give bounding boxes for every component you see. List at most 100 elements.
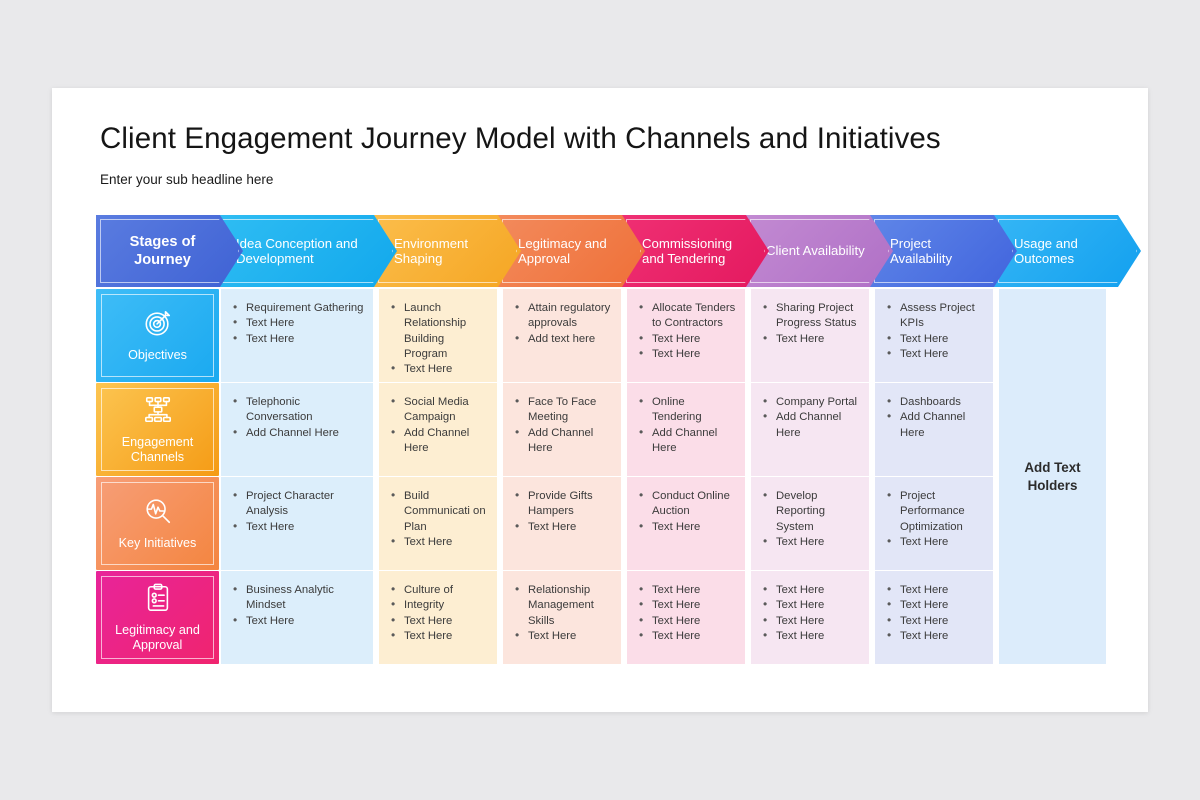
bullet-item: Assess Project KPIs (885, 300, 985, 332)
bullet-item: Add Channel Here (761, 409, 861, 441)
bullet-list: Online TenderingAdd Channel Here (637, 394, 737, 456)
bullet-item: Allocate Tenders to Contractors (637, 300, 737, 332)
bullet-item: Add text here (513, 331, 613, 347)
bullet-item: Text Here (389, 534, 489, 550)
clipboard-check-icon (144, 583, 172, 618)
row-label-text: Key Initiatives (118, 536, 197, 550)
matrix-cell-r0-c0[interactable]: Requirement GatheringText HereText Here (221, 289, 373, 382)
bullet-item: Text Here (389, 361, 489, 377)
bullet-item: Culture of (389, 582, 489, 598)
stage-label: Commissioning and Tendering (642, 235, 733, 266)
matrix-cell-r0-c4[interactable]: Sharing Project Progress StatusText Here (751, 289, 869, 382)
bullet-item: Build Communicati on Plan (389, 488, 489, 535)
bullet-item: Text Here (885, 582, 985, 598)
bullet-item: Add Channel Here (513, 425, 613, 457)
bullet-item: Relationship Management Skills (513, 582, 613, 629)
bullet-item: Text Here (513, 628, 613, 644)
matrix-cell-r1-c5[interactable]: DashboardsAdd Channel Here (875, 383, 993, 476)
page-subtitle: Enter your sub headline here (100, 172, 274, 187)
matrix-cell-r2-c4[interactable]: Develop Reporting SystemText Here (751, 477, 869, 570)
bullet-item: Dashboards (885, 394, 985, 410)
bullet-item: Text Here (637, 346, 737, 362)
bullet-list: Relationship Management SkillsText Here (513, 582, 613, 644)
matrix-cell-r1-c4[interactable]: Company PortalAdd Channel Here (751, 383, 869, 476)
bullet-item: Text Here (885, 628, 985, 644)
bullet-list: Launch Relationship Building ProgramText… (389, 300, 489, 377)
bullet-item: Text Here (231, 519, 365, 535)
bullet-list: Build Communicati on PlanText Here (389, 488, 489, 550)
stage-chevron-6[interactable]: Project Availability (870, 215, 1017, 287)
bullet-list: Social Media CampaignAdd Channel Here (389, 394, 489, 457)
matrix-cell-r3-c1[interactable]: Culture ofIntegrityText HereText Here (379, 571, 497, 664)
analytics-search-icon (143, 496, 173, 531)
row-label-2[interactable]: Key Initiatives (96, 477, 219, 570)
bullet-list: Allocate Tenders to ContractorsText Here… (637, 300, 737, 362)
bullet-item: Text Here (231, 331, 365, 347)
bullet-item: Add Channel Here (389, 425, 489, 457)
stage-label: Client Availability (766, 243, 865, 259)
bullet-item: Text Here (885, 534, 985, 550)
stage-chevron-7[interactable]: Usage and Outcomes (994, 215, 1141, 287)
target-icon (143, 308, 173, 343)
bullet-item: Text Here (389, 613, 489, 629)
matrix-cell-r1-c1[interactable]: Social Media CampaignAdd Channel Here (379, 383, 497, 476)
bullet-item: Text Here (885, 613, 985, 629)
bullet-list: Requirement GatheringText HereText Here (231, 300, 365, 347)
bullet-item: Text Here (231, 613, 365, 629)
bullet-list: Assess Project KPIsText HereText Here (885, 300, 985, 362)
bullet-item: Add Channel Here (885, 409, 985, 441)
matrix-cell-r3-c4[interactable]: Text HereText HereText HereText Here (751, 571, 869, 664)
matrix-cell-r2-c2[interactable]: Provide Gifts HampersText Here (503, 477, 621, 570)
bullet-list: DashboardsAdd Channel Here (885, 394, 985, 441)
bullet-item: Text Here (637, 628, 737, 644)
stage-chevron-2[interactable]: Environment Shaping (374, 215, 521, 287)
bullet-item: Requirement Gathering (231, 300, 365, 316)
bullet-item: Develop Reporting System (761, 488, 861, 535)
matrix-cell-r0-c2[interactable]: Attain regulatory approvalsAdd text here (503, 289, 621, 382)
bullet-item: Attain regulatory approvals (513, 300, 613, 332)
bullet-list: Project Character AnalysisText Here (231, 488, 365, 535)
matrix-cell-r2-c3[interactable]: Conduct Online AuctionText Here (627, 477, 745, 570)
bullet-list: Culture ofIntegrityText HereText Here (389, 582, 489, 644)
matrix-cell-r1-c2[interactable]: Face To Face MeetingAdd Channel Here (503, 383, 621, 476)
page-title: Client Engagement Journey Model with Cha… (100, 122, 941, 155)
bullet-item: Text Here (389, 628, 489, 644)
bullet-item: Conduct Online Auction (637, 488, 737, 520)
matrix-cell-r2-c5[interactable]: Project Performance OptimizationText Her… (875, 477, 993, 570)
bullet-list: Text HereText HereText HereText Here (885, 582, 985, 644)
add-text-holders-label: Add Text Holders (1024, 459, 1081, 493)
bullet-item: Integrity (389, 597, 489, 613)
bullet-item: Business Analytic Mindset (231, 582, 365, 614)
matrix-cell-r3-c3[interactable]: Text HereText HereText HereText Here (627, 571, 745, 664)
bullet-item: Text Here (761, 331, 861, 347)
row-label-3[interactable]: Legitimacy and Approval (96, 571, 219, 664)
bullet-item: Text Here (761, 597, 861, 613)
bullet-list: Company PortalAdd Channel Here (761, 394, 861, 441)
matrix-cell-r0-c1[interactable]: Launch Relationship Building ProgramText… (379, 289, 497, 382)
bullet-list: Face To Face MeetingAdd Channel Here (513, 394, 613, 457)
matrix-cell-r3-c2[interactable]: Relationship Management SkillsText Here (503, 571, 621, 664)
matrix-cell-r0-c3[interactable]: Allocate Tenders to ContractorsText Here… (627, 289, 745, 382)
bullet-item: Telephonic Conversation (231, 394, 365, 426)
bullet-item: Text Here (761, 534, 861, 550)
matrix-cell-r2-c0[interactable]: Project Character AnalysisText Here (221, 477, 373, 570)
matrix-cell-r3-c0[interactable]: Business Analytic MindsetText Here (221, 571, 373, 664)
matrix-cell-r0-c5[interactable]: Assess Project KPIsText HereText Here (875, 289, 993, 382)
bullet-item: Sharing Project Progress Status (761, 300, 861, 332)
matrix-cell-r3-c5[interactable]: Text HereText HereText HereText Here (875, 571, 993, 664)
matrix-cell-r2-c1[interactable]: Build Communicati on PlanText Here (379, 477, 497, 570)
stage-chevron-0[interactable]: Stages of Journey (96, 215, 243, 287)
bullet-item: Text Here (761, 628, 861, 644)
matrix-cell-r1-c0[interactable]: Telephonic ConversationAdd Channel Here (221, 383, 373, 476)
matrix-cell-r1-c3[interactable]: Online TenderingAdd Channel Here (627, 383, 745, 476)
row-label-0[interactable]: Objectives (96, 289, 219, 382)
add-text-holders-column[interactable]: Add Text Holders (999, 289, 1106, 664)
org-chart-icon (143, 395, 173, 430)
stage-chevron-1[interactable]: Idea Conception and Development (216, 215, 397, 287)
bullet-item: Text Here (637, 519, 737, 535)
row-label-1[interactable]: Engagement Channels (96, 383, 219, 476)
bullet-list: Attain regulatory approvalsAdd text here (513, 300, 613, 347)
bullet-item: Text Here (885, 331, 985, 347)
bullet-item: Text Here (761, 613, 861, 629)
bullet-list: Develop Reporting SystemText Here (761, 488, 861, 550)
